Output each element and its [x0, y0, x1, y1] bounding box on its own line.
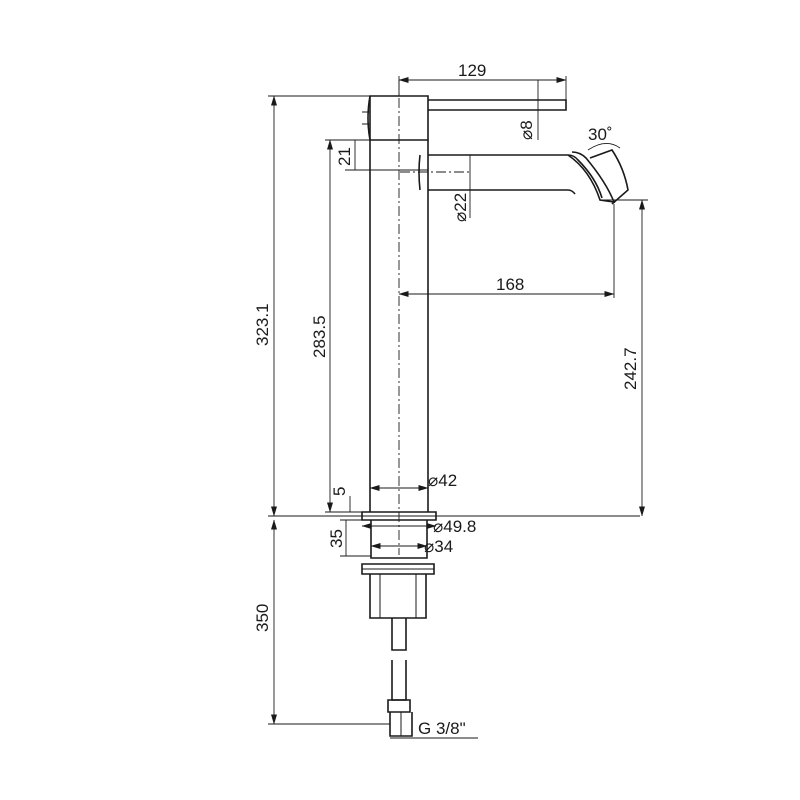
- label-body-height: 283.5: [310, 315, 329, 358]
- label-handle-length: 129: [458, 61, 486, 80]
- label-total-height: 323.1: [253, 303, 272, 346]
- label-spout-height: 242.7: [621, 347, 640, 390]
- label-hose-length: 350: [253, 604, 272, 632]
- label-base-step: 5: [330, 487, 349, 496]
- label-handle-diameter: ⌀8: [517, 120, 536, 140]
- label-base-height: 35: [327, 529, 346, 548]
- label-spout-reach: 168: [496, 275, 524, 294]
- label-connection-thread: G 3/8": [418, 719, 466, 738]
- dimension-labels: 129 ⌀8 30˚ 21 ⌀22 168 323.1 283.5 242.7 …: [253, 61, 640, 738]
- center-lines: [398, 80, 470, 555]
- label-spout-offset: 21: [335, 147, 354, 166]
- faucet-body: [361, 95, 567, 737]
- label-body-diameter: ⌀42: [428, 471, 457, 490]
- label-spout-diameter: ⌀22: [451, 193, 470, 222]
- label-base-diameter: ⌀49.8: [433, 517, 476, 536]
- label-shank-diameter: ⌀34: [424, 537, 453, 556]
- dimension-lines: [268, 76, 648, 739]
- label-spout-angle: 30˚: [588, 125, 613, 144]
